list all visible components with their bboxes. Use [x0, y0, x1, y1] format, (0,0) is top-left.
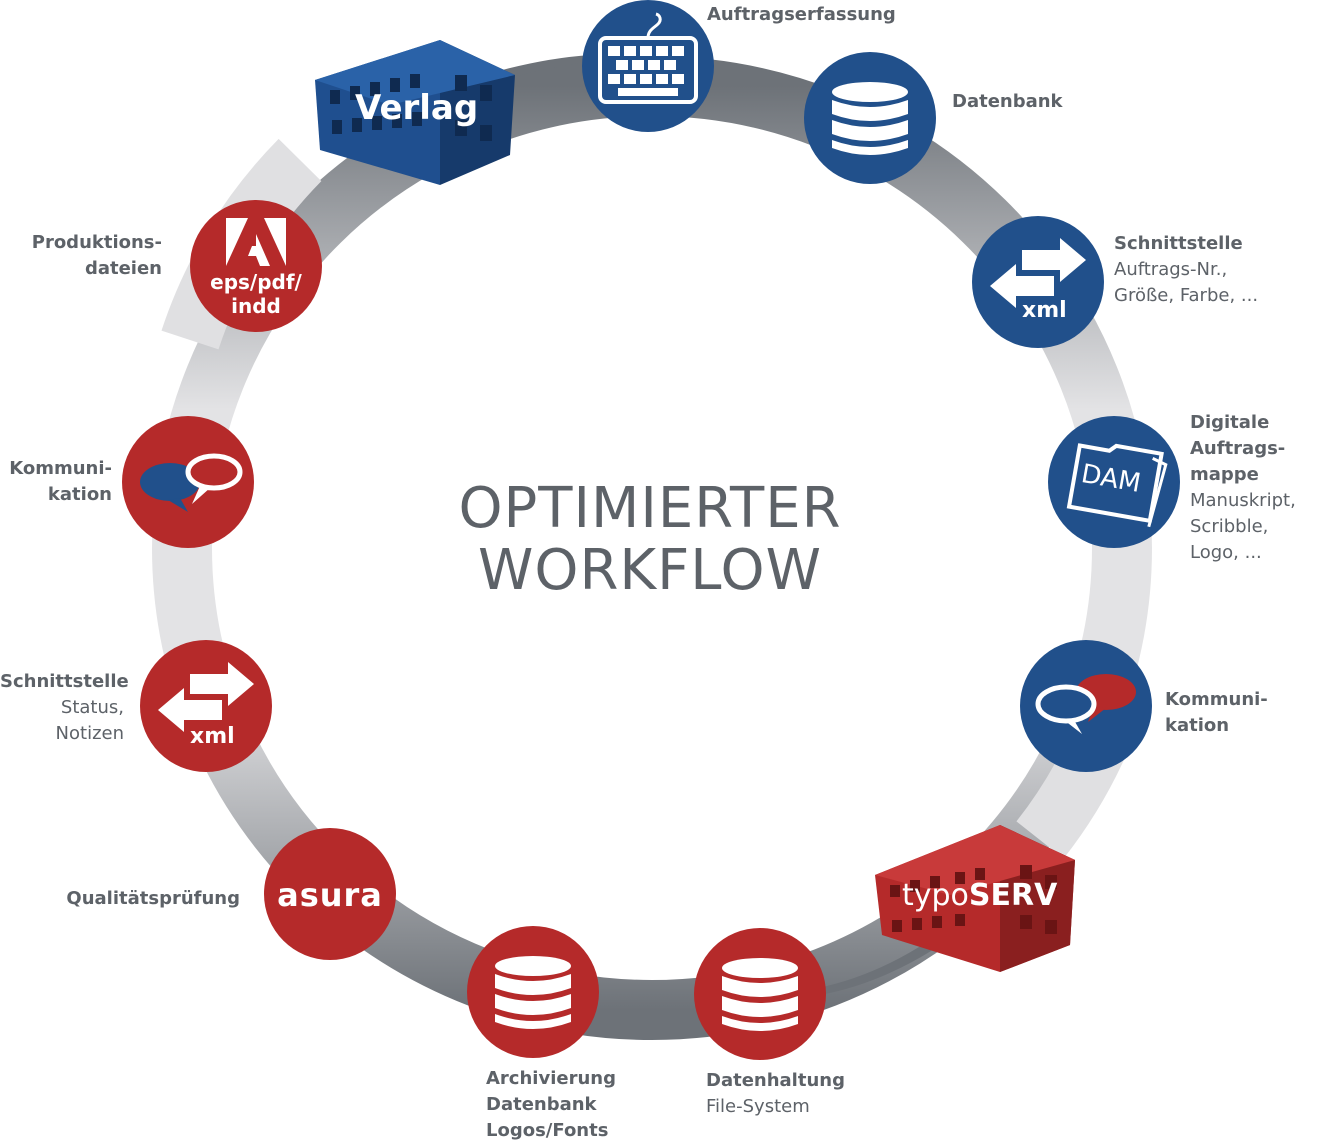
node-qualitaetspruefung: asura [264, 828, 396, 960]
xml-text: xml [190, 724, 235, 749]
label-detail: Scribble, [1190, 516, 1269, 537]
label-text: Auftragserfassung [707, 4, 896, 25]
label-text: mappe [1190, 464, 1259, 485]
label-detail: Logo, ... [1190, 542, 1262, 563]
label-text: Logos/Fonts [486, 1120, 609, 1141]
label-auftragserfassung: Auftragserfassung [707, 2, 896, 28]
label-text: Qualitätsprüfung [66, 888, 240, 909]
node-auftragserfassung [582, 0, 714, 132]
label-datenbank: Datenbank [952, 89, 1063, 115]
label-text: Auftrags- [1190, 438, 1286, 459]
verlag-building: Verlag [310, 30, 520, 190]
label-text: kation [1165, 715, 1230, 736]
xml-exchange-icon [990, 238, 1086, 308]
label-schnittstelle-blue: Schnittstelle Auftrags-Nr., Größe, Farbe… [1114, 231, 1258, 309]
label-produktionsdateien: Produktions- dateien [0, 230, 162, 282]
label-detail: Manuskript, [1190, 490, 1296, 511]
label-kommunikation-blue: Kommuni- kation [1165, 687, 1268, 739]
label-qualitaetspruefung: Qualitätsprüfung [40, 886, 240, 912]
label-detail: Auftrags-Nr., [1114, 259, 1228, 280]
center-title: OPTIMIERTER WORKFLOW [400, 478, 900, 602]
label-datenhaltung: Datenhaltung File-System [706, 1068, 845, 1120]
node-dam: DAM [1048, 416, 1180, 548]
speech-bubbles-icon [1035, 674, 1136, 734]
keyboard-icon [598, 12, 698, 104]
node-datenbank [804, 52, 936, 184]
label-text: Datenhaltung [706, 1070, 845, 1091]
asura-logo: asura [277, 876, 383, 914]
label-text: Produktions- [31, 232, 162, 253]
database-icon [722, 958, 798, 1031]
database-icon [832, 82, 908, 155]
typoserv-label: typoSERV [902, 878, 1057, 913]
adobe-icon [226, 218, 286, 266]
xml-text: xml [1022, 298, 1067, 323]
label-text: dateien [84, 258, 162, 279]
node-datenhaltung [694, 928, 826, 1060]
label-text: Datenbank [952, 91, 1063, 112]
label-text: Datenbank [486, 1094, 597, 1115]
label-text: Schnittstelle [1114, 233, 1243, 254]
label-text: Archivierung [486, 1068, 616, 1089]
title-line-1: OPTIMIERTER [458, 476, 842, 541]
typoserv-label-light: typo [902, 878, 969, 913]
label-archivierung: Archivierung Datenbank Logos/Fonts [486, 1066, 616, 1144]
dam-folder-icon [1066, 443, 1168, 528]
label-dam: Digitale Auftrags- mappe Manuskript, Scr… [1190, 410, 1296, 566]
building-icon [875, 825, 1075, 972]
speech-bubbles-icon [140, 453, 243, 512]
node-kommunikation-red [122, 416, 254, 548]
label-text: Schnittstelle [0, 671, 129, 692]
label-schnittstelle-red: Schnittstelle Status, Notizen [0, 669, 129, 747]
label-detail: Status, [60, 697, 124, 718]
typoserv-building: typoSERV [870, 820, 1080, 975]
label-text: Kommuni- [9, 458, 112, 479]
verlag-label: Verlag [355, 88, 479, 128]
xml-exchange-icon [158, 662, 254, 732]
icon-text-line: eps/pdf/ [210, 270, 302, 294]
label-kommunikation-red: Kommuni- kation [0, 456, 112, 508]
node-produktionsdateien: eps/pdf/ indd [190, 200, 322, 332]
node-schnittstelle-red: xml [140, 640, 272, 772]
node-schnittstelle-blue: xml [972, 216, 1104, 348]
label-text: Digitale [1190, 412, 1270, 433]
node-kommunikation-blue [1020, 640, 1152, 772]
node-archivierung [467, 926, 599, 1058]
label-detail: Notizen [55, 723, 124, 744]
icon-text-line: indd [231, 294, 281, 318]
building-icon [315, 40, 515, 185]
label-detail: File-System [706, 1096, 810, 1117]
database-icon [495, 956, 571, 1029]
typoserv-label-bold: SERV [968, 878, 1058, 913]
label-text: kation [47, 484, 112, 505]
label-detail: Größe, Farbe, ... [1114, 285, 1259, 306]
title-line-2: WORKFLOW [478, 538, 822, 603]
label-text: Kommuni- [1165, 689, 1268, 710]
produktion-icon-text: eps/pdf/ indd [190, 270, 322, 318]
